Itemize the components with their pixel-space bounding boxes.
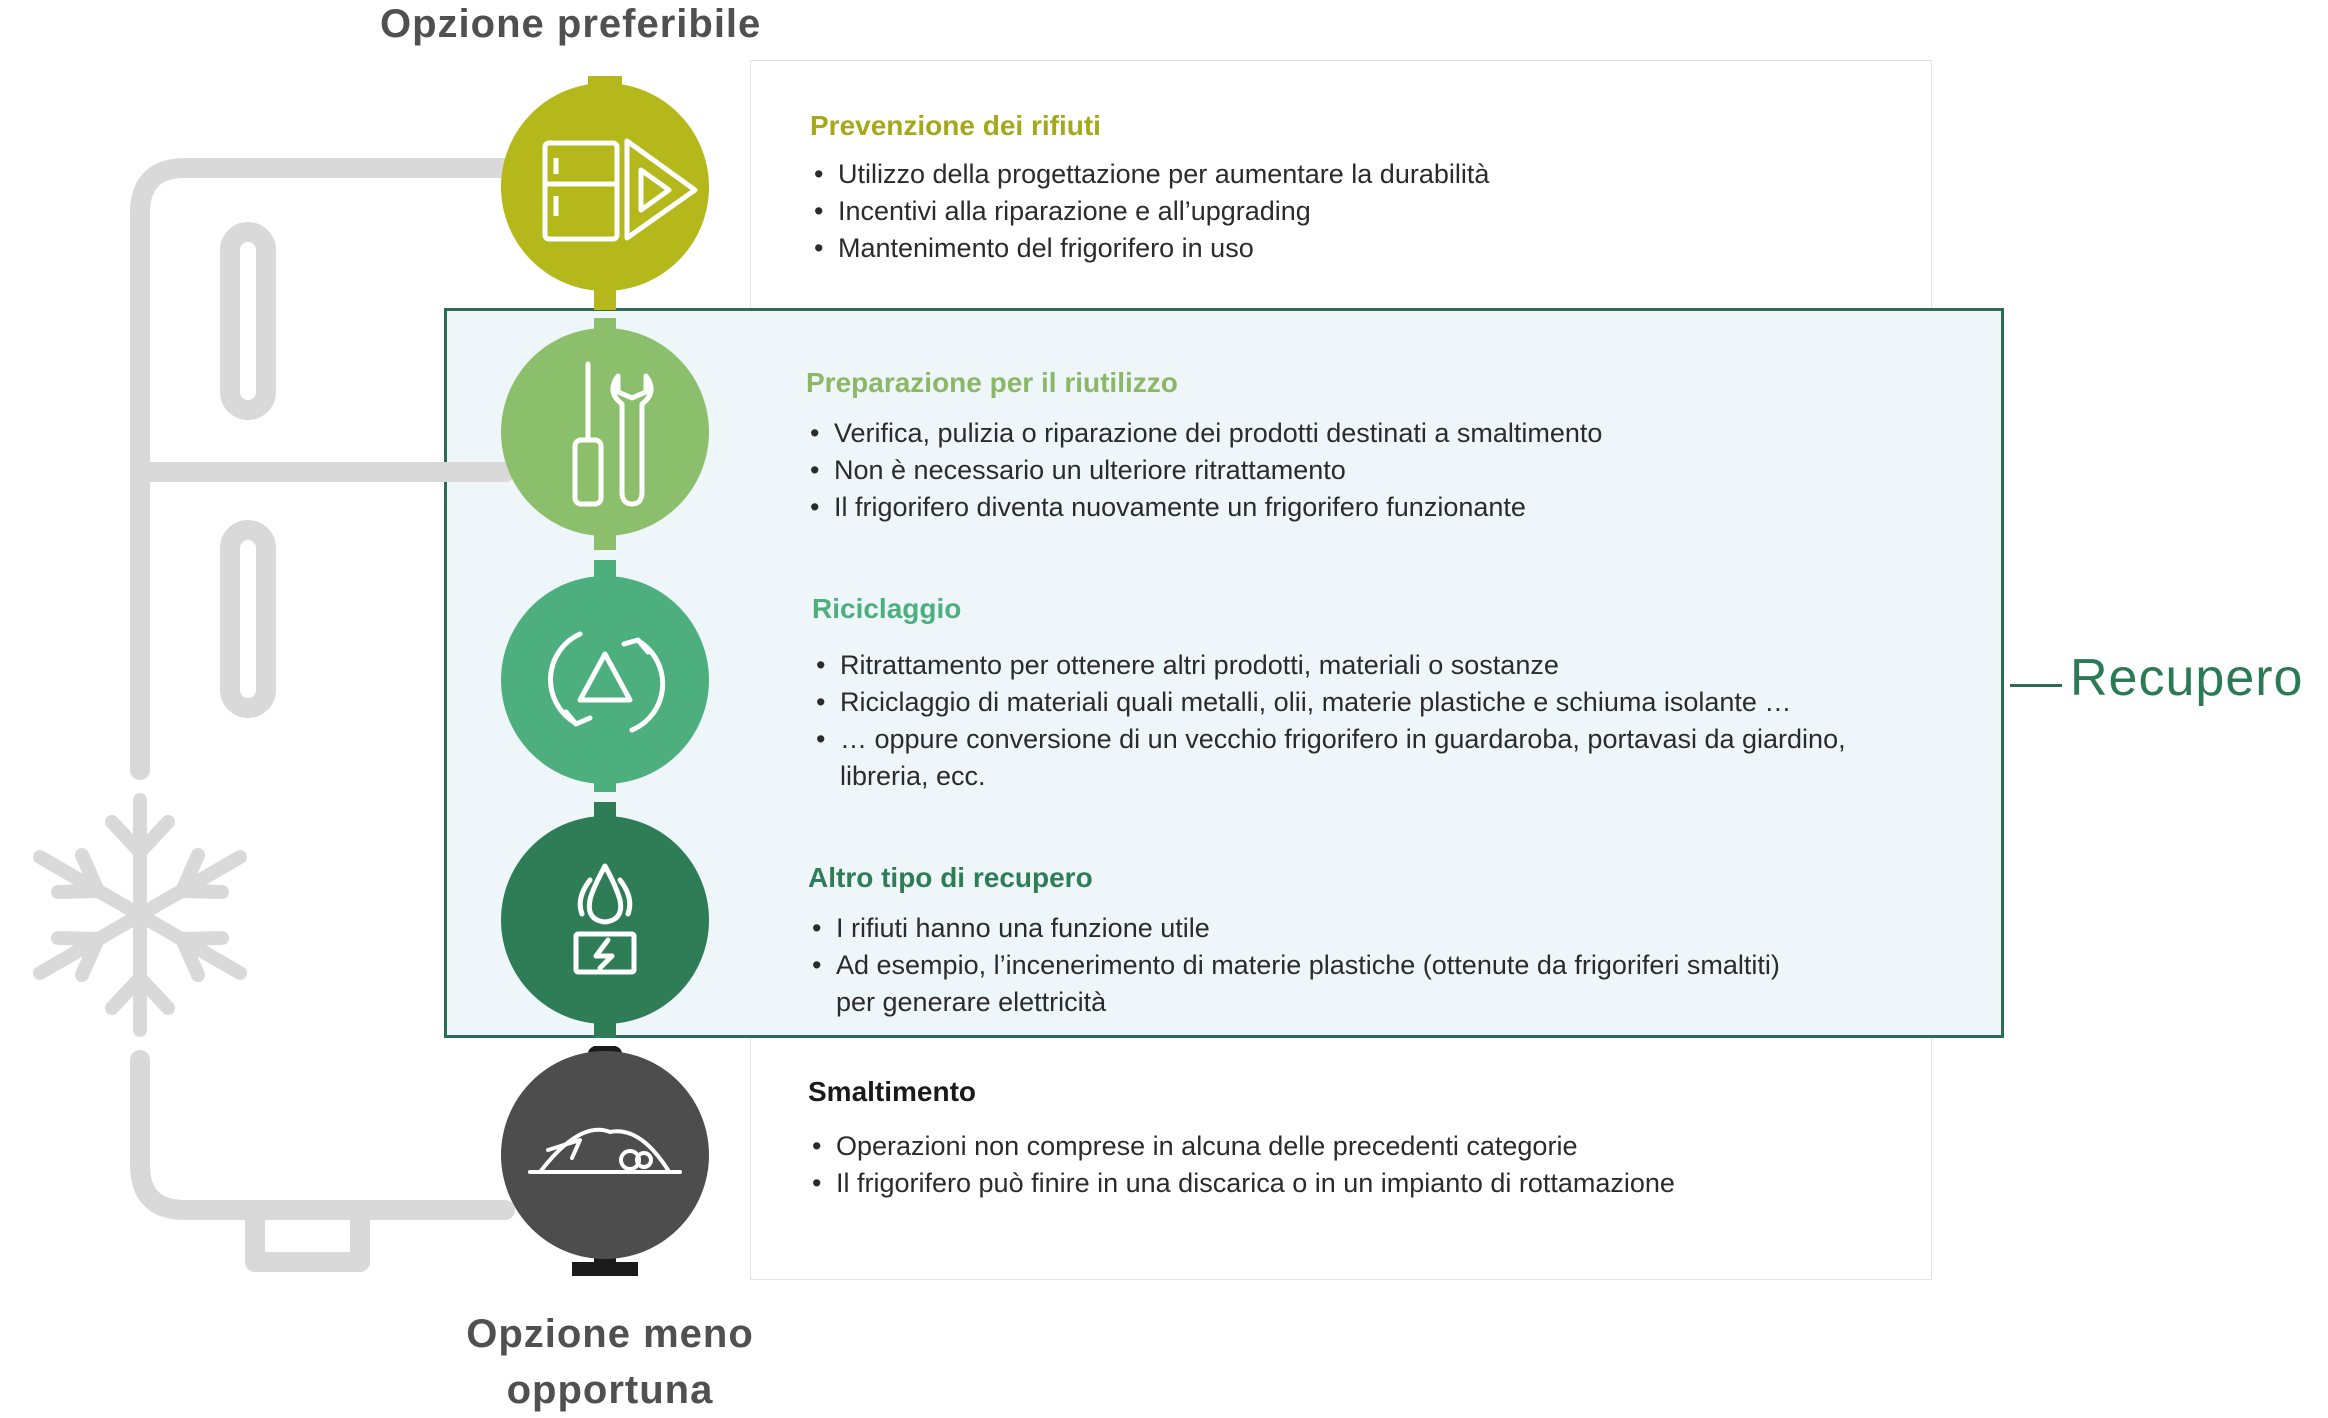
fire-energy-icon bbox=[573, 863, 637, 975]
bullet-item: I rifiuti hanno una funzione utile bbox=[808, 910, 1788, 947]
bullet-item: Ritrattamento per ottenere altri prodott… bbox=[812, 647, 1892, 684]
bullet-list: I rifiuti hanno una funzione utile Ad es… bbox=[808, 910, 1788, 1021]
bullet-item: Incentivi alla riparazione e all’upgradi… bbox=[810, 193, 1910, 230]
bullet-item: Il frigorifero può finire in una discari… bbox=[808, 1165, 1788, 1202]
section-title: Prevenzione dei rifiuti bbox=[810, 110, 1101, 141]
bullet-item: Utilizzo della progettazione per aumenta… bbox=[810, 156, 1910, 193]
bullet-item: Verifica, pulizia o riparazione dei prod… bbox=[806, 415, 1806, 452]
bullet-item: … oppure conversione di un vecchio frigo… bbox=[812, 721, 1892, 795]
bullet-item: Non è necessario un ulteriore ritrattame… bbox=[806, 452, 1806, 489]
recycle-icon bbox=[548, 631, 666, 733]
section-other-recovery: Altro tipo di recupero I rifiuti hanno u… bbox=[808, 862, 1848, 1021]
section-title: Preparazione per il riutilizzo bbox=[806, 367, 1178, 398]
fridge-ruler-icon bbox=[542, 138, 698, 242]
bullet-list: Verifica, pulizia o riparazione dei prod… bbox=[806, 415, 1806, 526]
bottom-option-label: Opzione meno opportuna bbox=[466, 1312, 754, 1412]
bullet-list: Ritrattamento per ottenere altri prodott… bbox=[812, 647, 1892, 795]
bullet-item: Operazioni non comprese in alcuna delle … bbox=[808, 1128, 1788, 1165]
bullet-list: Operazioni non comprese in alcuna delle … bbox=[808, 1128, 1788, 1202]
bullet-list: Utilizzo della progettazione per aumenta… bbox=[810, 156, 1910, 267]
section-prevention: Prevenzione dei rifiuti Utilizzo della p… bbox=[810, 110, 1910, 267]
section-title: Riciclaggio bbox=[812, 593, 962, 624]
landfill-icon bbox=[528, 1127, 682, 1174]
bullet-item: Riciclaggio di materiali quali metalli, … bbox=[812, 684, 1892, 721]
section-recycling: Riciclaggio Ritrattamento per ottenere a… bbox=[812, 593, 1892, 795]
recovery-connector bbox=[2010, 684, 2062, 687]
snowflake-icon bbox=[33, 793, 247, 1037]
prevention-circle bbox=[501, 83, 709, 291]
section-title: Altro tipo di recupero bbox=[808, 862, 1093, 893]
bullet-item: Mantenimento del frigorifero in uso bbox=[810, 230, 1910, 267]
bullet-item: Ad esempio, l’incenerimento di materie p… bbox=[808, 947, 1788, 1021]
recycling-circle bbox=[501, 576, 709, 784]
fridge-outline-icon bbox=[130, 158, 515, 1272]
top-option-label: Opzione preferibile bbox=[380, 2, 762, 46]
other-recovery-circle bbox=[501, 816, 709, 1024]
section-title: Smaltimento bbox=[808, 1076, 977, 1107]
recovery-label: Recupero bbox=[2070, 649, 2304, 707]
bullet-item: Il frigorifero diventa nuovamente un fri… bbox=[806, 489, 1806, 526]
section-disposal: Smaltimento Operazioni non comprese in a… bbox=[808, 1076, 1848, 1202]
section-reuse: Preparazione per il riutilizzo Verifica,… bbox=[806, 367, 1806, 526]
reuse-circle bbox=[501, 328, 709, 536]
disposal-circle bbox=[501, 1051, 709, 1259]
tools-icon bbox=[572, 361, 654, 507]
